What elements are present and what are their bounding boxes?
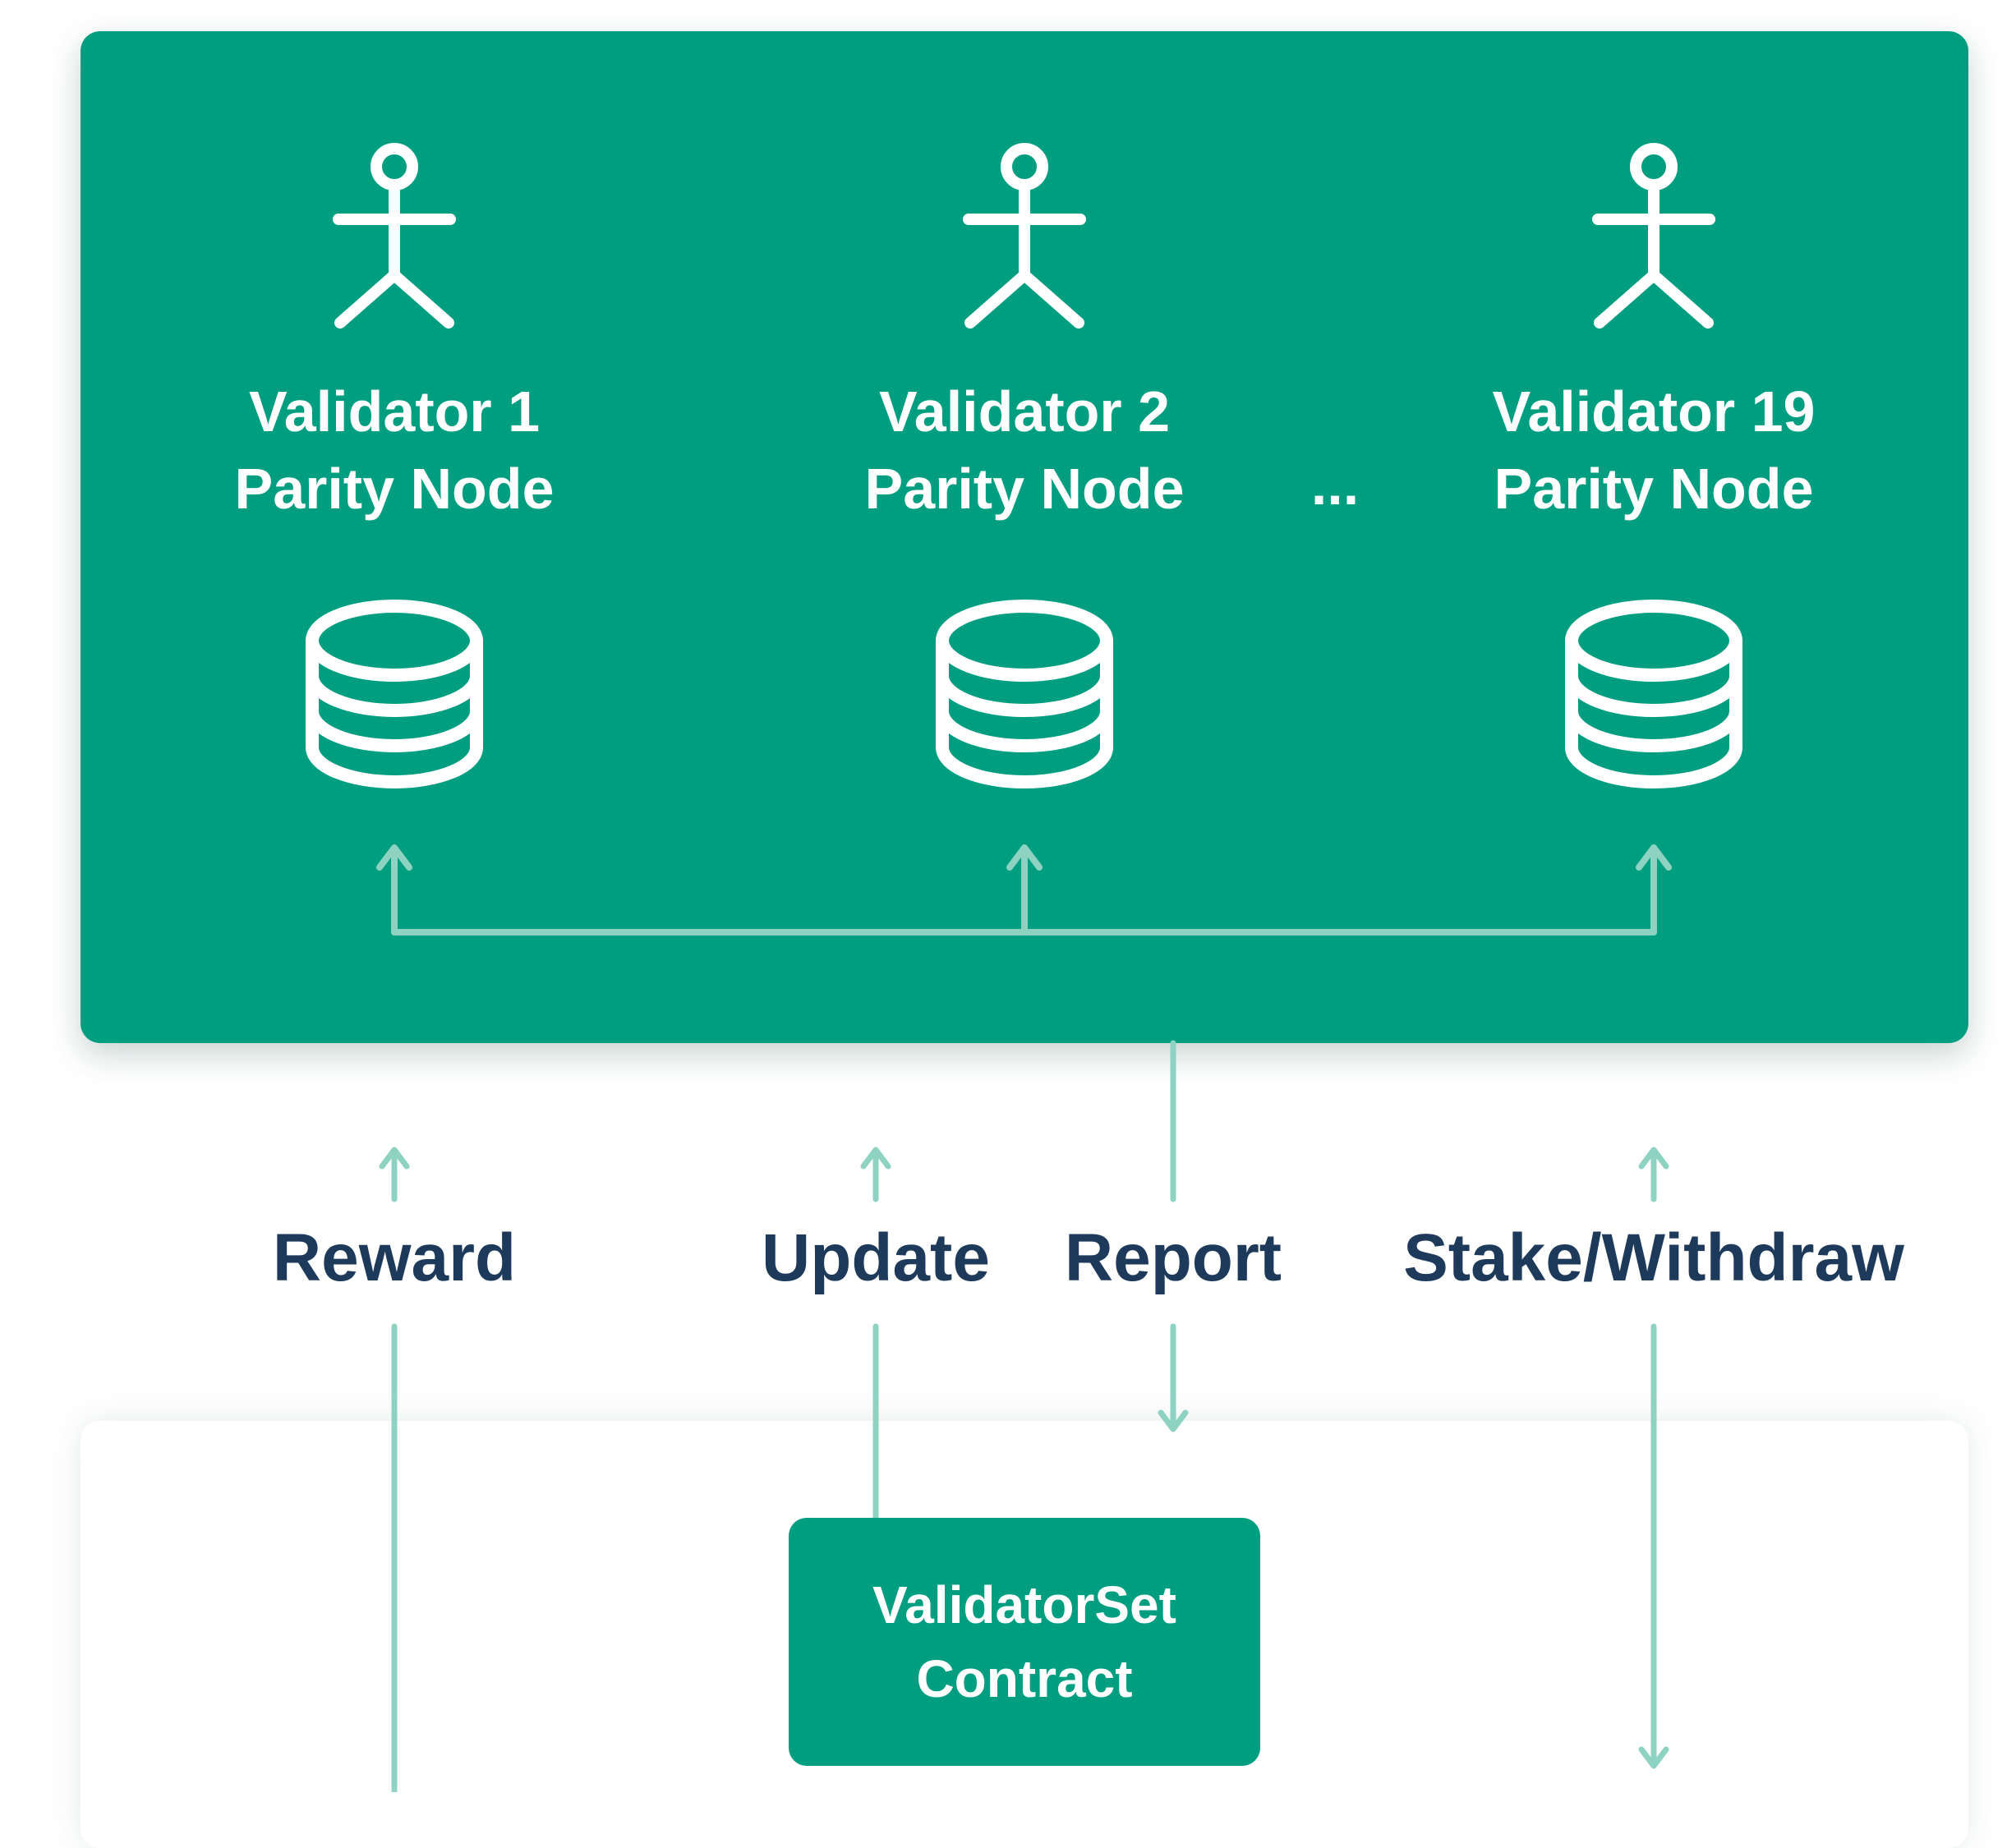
update-label: Update <box>762 1221 990 1295</box>
diagram-graphics <box>306 143 1742 1792</box>
validator-1-name: Validator 1 <box>248 379 541 444</box>
update-arrow <box>860 1147 891 1202</box>
stake-up-arrow <box>1638 1147 1669 1202</box>
validator-19-type: Parity Node <box>1494 457 1814 521</box>
validator-1-person-icon <box>333 143 456 329</box>
reward-arrow <box>379 1147 410 1202</box>
report-arrow <box>1158 1323 1189 1432</box>
contract-type: Contract <box>916 1649 1133 1708</box>
diagram-canvas: Validator 1 Parity Node Validator 2 Pari… <box>81 31 1968 1792</box>
stake-withdraw-label: Stake/Withdraw <box>1403 1221 1904 1295</box>
validator-2-person-icon <box>963 143 1086 329</box>
validator-2-name: Validator 2 <box>878 379 1171 444</box>
contract-name: ValidatorSet <box>872 1575 1176 1634</box>
validator-1-type: Parity Node <box>234 457 555 521</box>
validator-19-name: Validator 19 <box>1492 379 1816 444</box>
validator-2-database-icon <box>936 600 1113 788</box>
validator-1-database-icon <box>306 600 483 788</box>
flow-connectors <box>379 1040 1669 1792</box>
validator-19-person-icon <box>1592 143 1715 329</box>
validator-ellipsis: ... <box>1310 453 1360 517</box>
reward-label: Reward <box>272 1221 517 1295</box>
validator-19-label: Validator 19 Parity Node <box>1440 373 1867 527</box>
validatorset-contract-box: ValidatorSet Contract <box>789 1518 1260 1766</box>
validator-19-database-icon <box>1565 600 1742 788</box>
stake-down-line <box>1638 1323 1669 1769</box>
node-sync-connector <box>376 844 1672 935</box>
validator-2-type: Parity Node <box>864 457 1185 521</box>
report-label: Report <box>1064 1221 1282 1295</box>
validator-1-label: Validator 1 Parity Node <box>181 373 608 527</box>
validator-2-label: Validator 2 Parity Node <box>811 373 1238 527</box>
